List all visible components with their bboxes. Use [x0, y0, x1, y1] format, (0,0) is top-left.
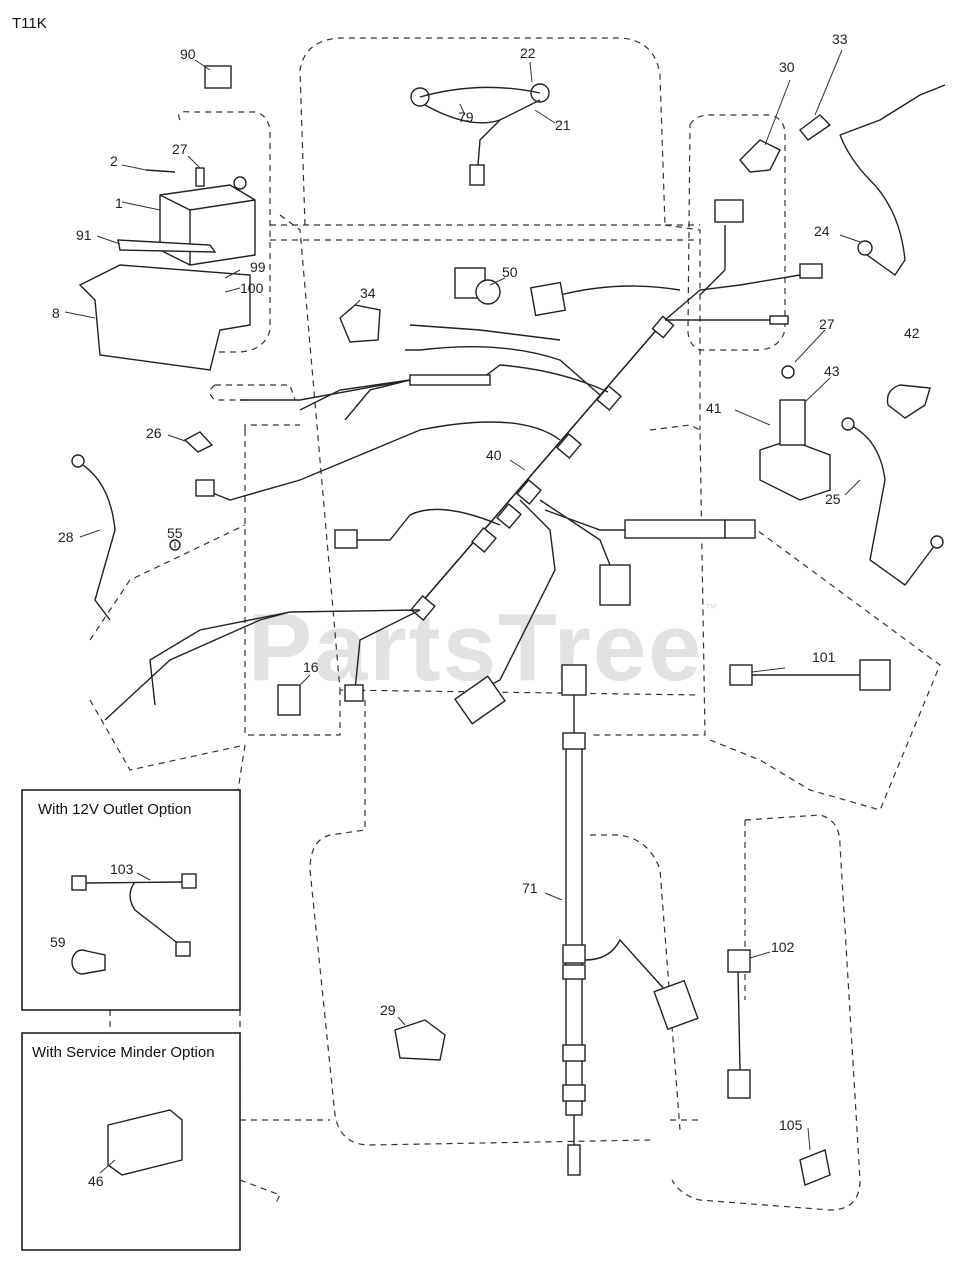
callout-102: 102: [771, 939, 795, 955]
main-harness: [104, 199, 823, 725]
callout-71: 71: [522, 880, 538, 896]
part-30: [739, 139, 781, 173]
callout-2: 2: [110, 153, 118, 169]
callouts: 90 2 27 1 91 99 100 8 22 21 79 30 33 24 …: [50, 31, 920, 1189]
part-43-body: [779, 399, 806, 446]
part-2: [145, 169, 176, 173]
part-light-harness: [410, 83, 550, 186]
part-91: [117, 239, 217, 253]
callout-21: 21: [555, 117, 571, 133]
part-102: [727, 949, 751, 1099]
harness-71: [561, 664, 699, 1176]
part-59: [71, 949, 106, 975]
part-33: [799, 114, 832, 141]
callout-27: 27: [172, 141, 188, 157]
callout-50: 50: [502, 264, 518, 280]
callout-103: 103: [110, 861, 134, 877]
callout-28: 28: [58, 529, 74, 545]
callout-29: 29: [380, 1002, 396, 1018]
part-16: [277, 684, 301, 716]
part-27b: [781, 365, 795, 379]
part-24-cable: [839, 134, 906, 276]
callout-59: 59: [50, 934, 66, 950]
part-105: [799, 1149, 831, 1186]
service-option-title: With Service Minder Option: [32, 1044, 215, 1061]
leader-lines: [64, 49, 861, 1174]
part-46: [107, 1109, 183, 1176]
part-90: [204, 65, 232, 89]
callout-105: 105: [779, 1117, 803, 1133]
callout-34: 34: [360, 285, 376, 301]
part-29: [394, 1019, 446, 1061]
part-25-cable: [849, 424, 936, 586]
part-battery-tray: [78, 264, 251, 371]
callout-46: 46: [88, 1173, 104, 1189]
callout-40: 40: [486, 447, 502, 463]
outlet-option-title: With 12V Outlet Option: [38, 801, 191, 818]
callout-24: 24: [814, 223, 830, 239]
callout-30: 30: [779, 59, 795, 75]
figure-code: T11K: [12, 15, 47, 32]
callout-43: 43: [824, 363, 840, 379]
callout-100: 100: [240, 280, 264, 296]
callout-41: 41: [706, 400, 722, 416]
part-101-left: [729, 664, 753, 686]
callout-8: 8: [52, 305, 60, 321]
callout-25: 25: [825, 491, 841, 507]
part-26: [183, 431, 214, 453]
watermark-trademark: ™: [705, 601, 717, 615]
part-101-right: [859, 659, 891, 691]
region-outlines: [89, 37, 941, 1211]
callout-22: 22: [520, 45, 536, 61]
callout-26: 26: [146, 425, 162, 441]
callout-16: 16: [303, 659, 319, 675]
callout-101: 101: [812, 649, 836, 665]
callout-99: 99: [250, 259, 266, 275]
callout-27-b: 27: [819, 316, 835, 332]
part-43: [759, 439, 831, 501]
callout-79: 79: [458, 109, 474, 125]
part-103: [71, 873, 197, 957]
part-34: [339, 304, 381, 343]
callout-33: 33: [832, 31, 848, 47]
callout-55: 55: [167, 525, 183, 541]
callout-42: 42: [904, 325, 920, 341]
callout-1: 1: [115, 195, 123, 211]
callout-91: 91: [76, 227, 92, 243]
part-42: [886, 384, 931, 419]
callout-90: 90: [180, 46, 196, 62]
part-28-cable: [77, 461, 116, 621]
